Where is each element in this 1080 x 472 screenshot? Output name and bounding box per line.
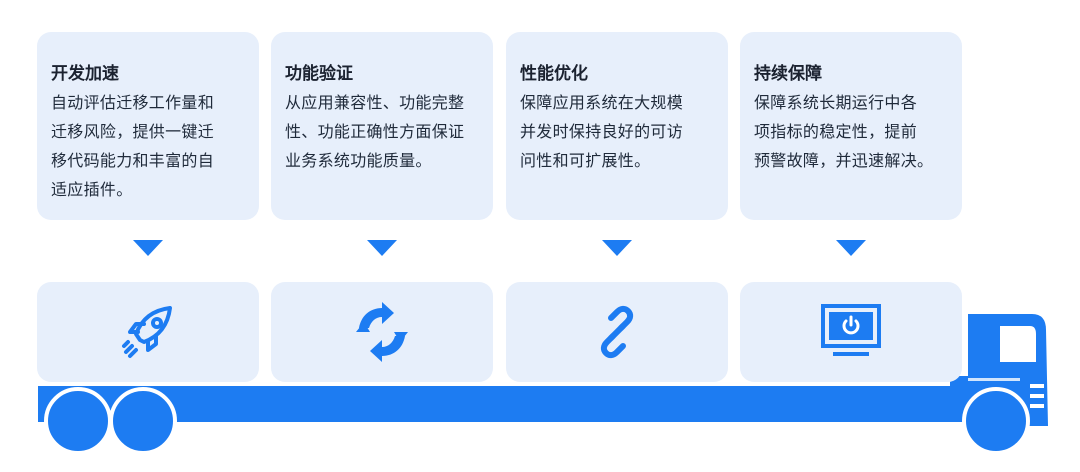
stage-card-dev-acceleration: 开发加速 自动评估迁移工作量和 迁移风险，提供一键迁 移代码能力和丰富的自 适应… <box>37 32 259 220</box>
monitor-power-icon <box>821 304 881 356</box>
refresh-icon <box>356 302 408 362</box>
rocket-icon <box>122 306 172 358</box>
stage-title: 功能验证 <box>285 64 353 84</box>
down-arrow-icon <box>602 240 632 256</box>
down-arrow-icon <box>836 240 866 256</box>
icon-box-monitor-power <box>740 282 962 382</box>
stage-description: 从应用兼容性、功能完整 性、功能正确性方面保证 业务系统功能质量。 <box>285 93 465 170</box>
stage-card-continuous-assurance: 持续保障 保障系统长期运行中各 项指标的稳定性，提前 预警故障，并迅速解决。 <box>740 32 962 220</box>
icon-box-link <box>506 282 728 382</box>
down-arrow-icon <box>133 240 163 256</box>
stage-title: 开发加速 <box>51 64 119 84</box>
stage-title: 性能优化 <box>520 64 588 84</box>
stage-card-function-verification: 功能验证 从应用兼容性、功能完整 性、功能正确性方面保证 业务系统功能质量。 <box>271 32 493 220</box>
stage-description: 保障系统长期运行中各 项指标的稳定性，提前 预警故障，并迅速解决。 <box>754 93 934 170</box>
stage-title: 持续保障 <box>754 64 822 84</box>
icon-box-refresh <box>271 282 493 382</box>
link-icon <box>600 305 634 359</box>
down-arrow-icon <box>367 240 397 256</box>
stage-description: 保障应用系统在大规模 并发时保持良好的可访 问性和可扩展性。 <box>520 93 684 170</box>
stage-description: 自动评估迁移工作量和 迁移风险，提供一键迁 移代码能力和丰富的自 适应插件。 <box>51 93 215 199</box>
icon-box-rocket <box>37 282 259 382</box>
stage-card-performance-optimization: 性能优化 保障应用系统在大规模 并发时保持良好的可访 问性和可扩展性。 <box>506 32 728 220</box>
